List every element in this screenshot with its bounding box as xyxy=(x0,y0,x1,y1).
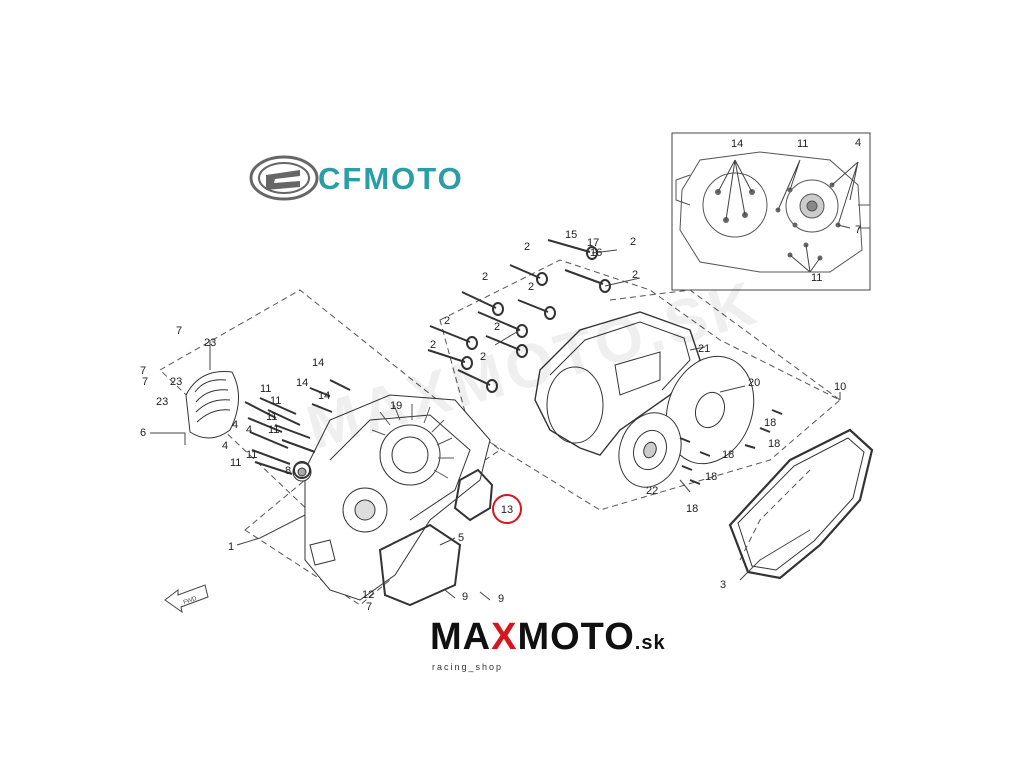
callout-10: 10 xyxy=(834,381,846,393)
callout-18d: 18 xyxy=(705,471,717,483)
callout-4c: 4 xyxy=(222,440,228,452)
callout-9b: 9 xyxy=(498,593,504,605)
inset-detail-view xyxy=(671,132,871,291)
outer-cover-21 xyxy=(534,311,701,456)
callout-19: 19 xyxy=(390,400,402,412)
callout-2g: 2 xyxy=(494,321,500,333)
callout-14-inset: 14 xyxy=(731,138,743,150)
bolts-18 xyxy=(679,409,783,485)
cfmoto-logo-text: CFMOTO xyxy=(318,161,464,196)
callout-3: 3 xyxy=(720,579,726,591)
callout-18a: 18 xyxy=(768,438,780,450)
callout-11b: 11 xyxy=(270,395,281,407)
bolts-top xyxy=(427,239,611,393)
callout-11d: 11 xyxy=(268,424,279,436)
callout-18e: 18 xyxy=(686,503,698,515)
callout-9a: 9 xyxy=(462,591,468,603)
callout-15: 15 xyxy=(565,229,577,241)
callout-2c: 2 xyxy=(524,241,530,253)
callout-13: 13 xyxy=(501,504,513,516)
callout-8: 8 xyxy=(285,465,291,477)
callout-20: 20 xyxy=(748,377,760,389)
callout-14c: 14 xyxy=(318,390,330,402)
callout-18c: 18 xyxy=(722,449,734,461)
callout-23c: 23 xyxy=(156,396,168,408)
callout-6: 6 xyxy=(140,427,146,439)
outer-gasket-10 xyxy=(728,428,874,580)
small-gasket xyxy=(378,523,462,607)
callout-2f: 2 xyxy=(444,315,450,327)
mx-ma: MA xyxy=(430,616,492,658)
mx-moto: MOTO xyxy=(517,616,635,658)
callout-11a: 11 xyxy=(260,383,271,395)
fwd-arrow xyxy=(164,584,209,614)
callout-16: 16 xyxy=(590,247,602,259)
duct-cover-23 xyxy=(185,370,239,439)
cfmoto-emblem xyxy=(249,155,319,201)
callout-2b: 2 xyxy=(632,269,638,281)
callout-11e: 11 xyxy=(246,449,257,461)
callout-7d: 7 xyxy=(366,601,372,613)
callout-4a: 4 xyxy=(246,424,252,436)
callout-17: 17 xyxy=(587,237,599,249)
callout-7c: 7 xyxy=(142,376,148,388)
cover-plate-20 xyxy=(665,355,755,465)
callout-18b: 18 xyxy=(764,417,776,429)
callout-22: 22 xyxy=(646,485,658,497)
callout-11-inset-bottom: 11 xyxy=(811,272,822,284)
callout-23b: 23 xyxy=(170,376,182,388)
callout-2h: 2 xyxy=(430,339,436,351)
callout-14b: 14 xyxy=(296,377,308,389)
callout-11f: 11 xyxy=(230,457,241,469)
part-13-plate xyxy=(453,468,494,522)
fwd-label: FWD xyxy=(183,596,199,607)
callout-21: 21 xyxy=(698,343,710,355)
callout-4b: 4 xyxy=(232,419,238,431)
drum-22 xyxy=(618,412,682,488)
callout-23a: 23 xyxy=(204,337,216,349)
callout-4-inset: 4 xyxy=(855,137,861,149)
callout-7b: 7 xyxy=(140,365,146,377)
callout-2e: 2 xyxy=(528,281,534,293)
callout-leaders xyxy=(150,249,841,601)
callout-2i: 2 xyxy=(480,351,486,363)
callout-2d: 2 xyxy=(482,271,488,283)
callout-numbers: 1 2 2 2 2 2 2 2 2 2 3 4 4 4 4 5 6 7 7 7 … xyxy=(140,137,861,613)
mx-x: X xyxy=(491,616,518,658)
callout-7a: 7 xyxy=(176,325,182,337)
callout-12: 12 xyxy=(362,589,374,601)
bolts-left xyxy=(244,379,351,479)
maxmoto-tagline: racing_shop xyxy=(432,662,504,672)
maxmoto-wordmark: MAXMOTO.sk xyxy=(430,618,666,662)
callout-14a: 14 xyxy=(312,357,324,369)
maxmoto-logo: MAXMOTO.sk racing_shop xyxy=(430,618,666,672)
callout-2a: 2 xyxy=(630,236,636,248)
highlight-circle xyxy=(492,494,522,524)
callout-7-inset: 7 xyxy=(855,224,861,236)
callout-11-inset-top: 11 xyxy=(797,138,808,150)
callout-1: 1 xyxy=(228,541,234,553)
callout-5: 5 xyxy=(458,532,464,544)
mx-suffix: .sk xyxy=(634,632,666,654)
callout-11c: 11 xyxy=(266,411,277,423)
